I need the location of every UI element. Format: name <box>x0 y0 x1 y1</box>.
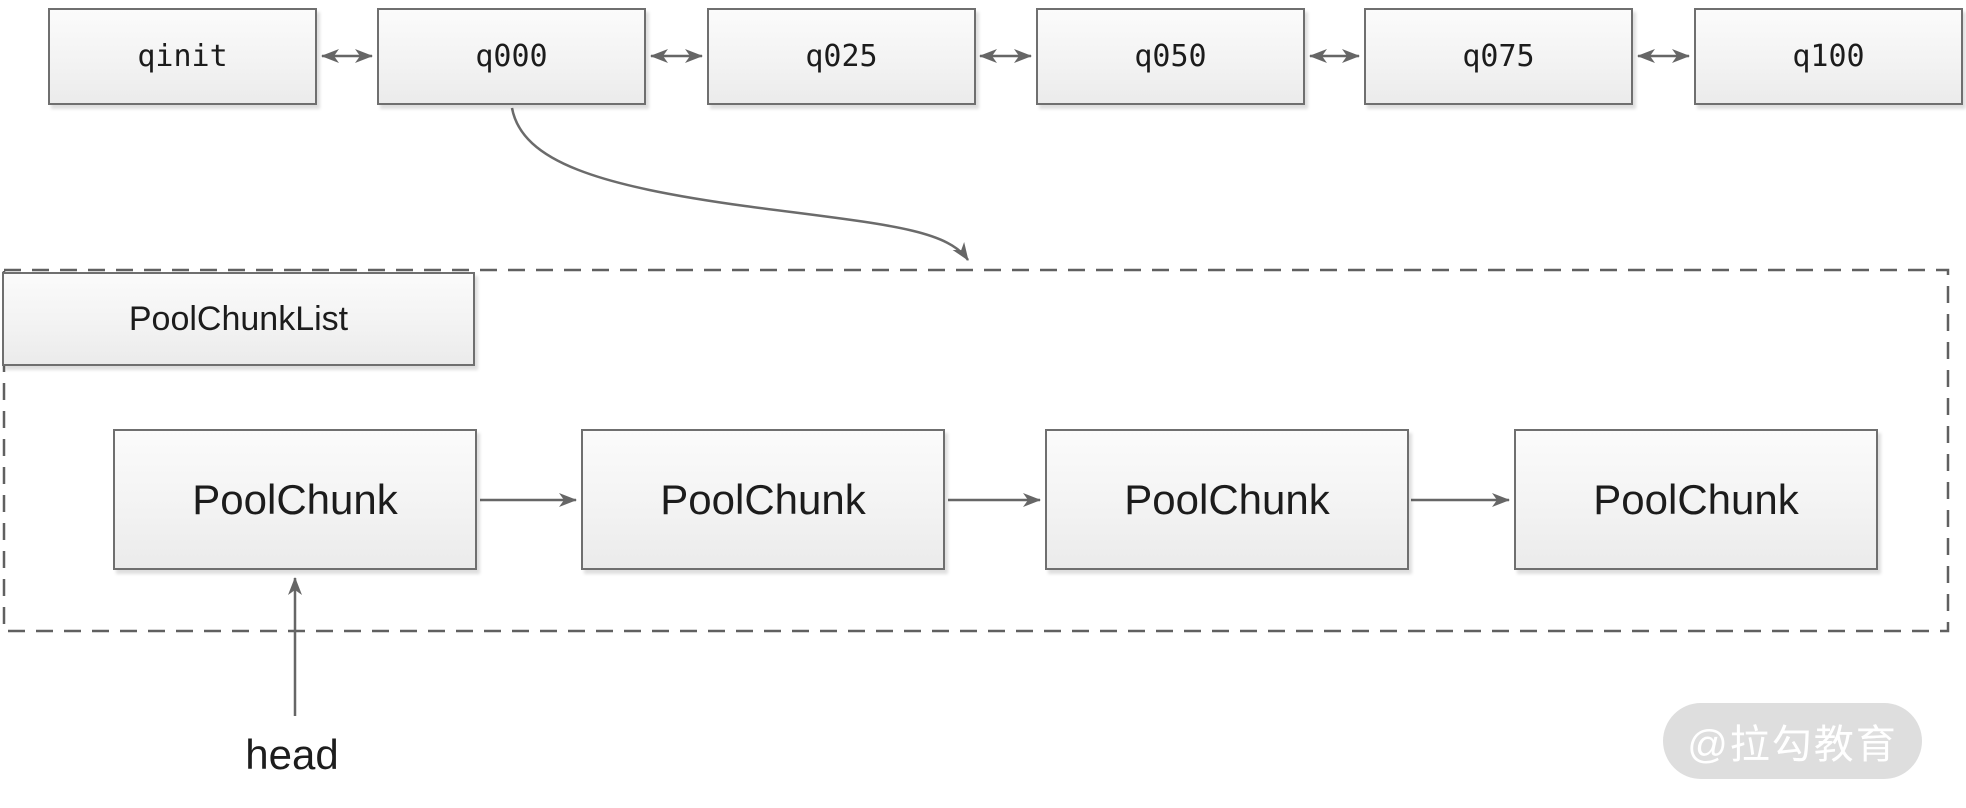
poolchunklist-label-box: PoolChunkList <box>2 272 475 366</box>
poolchunk-label: PoolChunk <box>1593 475 1799 523</box>
queue-node-q100: q100 <box>1694 8 1963 105</box>
poolchunk-label: PoolChunk <box>1124 475 1330 523</box>
queue-node-label: q100 <box>1792 39 1865 74</box>
poolchunk-label: PoolChunk <box>660 475 866 523</box>
poolchunk-node-2: PoolChunk <box>581 429 945 570</box>
queue-node-q000: q000 <box>377 8 646 105</box>
poolchunk-node-1: PoolChunk <box>113 429 477 570</box>
queue-node-q050: q050 <box>1036 8 1305 105</box>
queue-node-q025: q025 <box>707 8 976 105</box>
watermark-text: @拉勾教育 <box>1687 723 1898 767</box>
queue-node-label: q075 <box>1462 39 1535 74</box>
queue-node-label: qinit <box>137 39 228 74</box>
queue-node-label: q025 <box>805 39 878 74</box>
queue-node-q075: q075 <box>1364 8 1633 105</box>
watermark-badge: @拉勾教育 <box>1663 703 1922 779</box>
queue-node-label: q000 <box>475 39 548 74</box>
head-label: head <box>245 731 339 778</box>
poolchunk-node-3: PoolChunk <box>1045 429 1409 570</box>
poolchunk-node-4: PoolChunk <box>1514 429 1878 570</box>
queue-node-qinit: qinit <box>48 8 317 105</box>
queue-node-label: q050 <box>1134 39 1207 74</box>
curved-arrow-q000-to-poolchunklist-icon <box>510 107 970 261</box>
poolchunklist-label: PoolChunkList <box>128 299 349 338</box>
poolchunklist-boundary <box>2 268 1950 633</box>
poolchunk-label: PoolChunk <box>192 475 398 523</box>
